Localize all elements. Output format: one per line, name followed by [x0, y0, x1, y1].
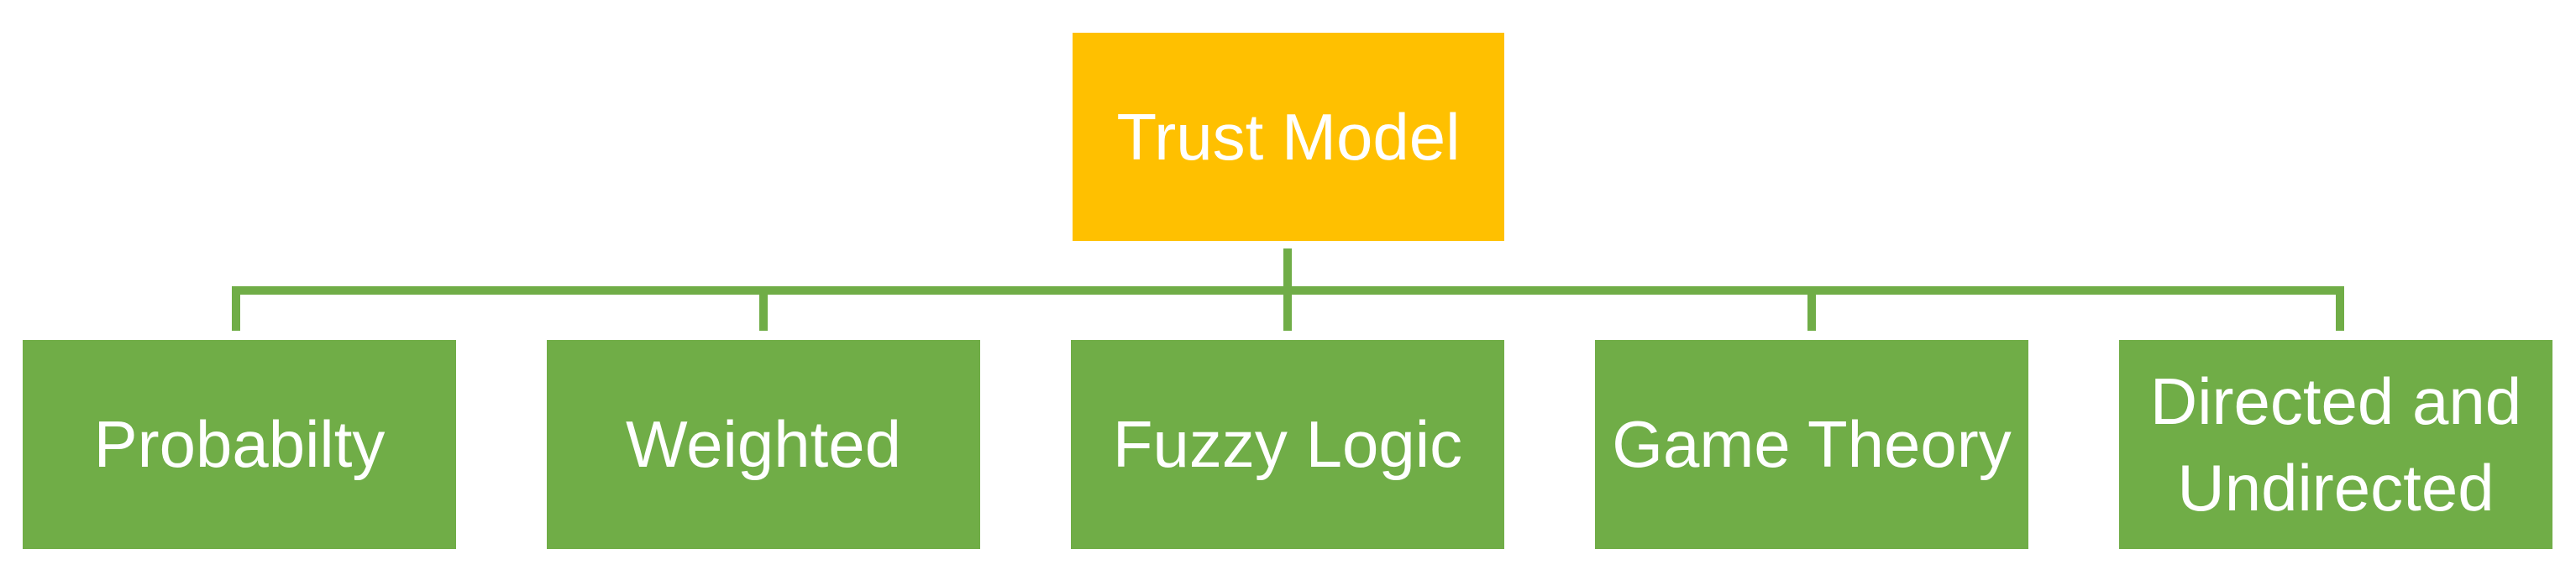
child-node-game-theory: Game Theory	[1595, 340, 2028, 549]
child-node-label: Game Theory	[1612, 407, 2012, 482]
root-node-label: Trust Model	[1116, 99, 1461, 174]
child-node-label: Fuzzy Logic	[1112, 407, 1463, 482]
child-node-probabilty: Probabilty	[23, 340, 456, 549]
child-node-weighted: Weighted	[547, 340, 980, 549]
child-node-fuzzy-logic: Fuzzy Logic	[1071, 340, 1504, 549]
child-node-label: Probabilty	[93, 407, 386, 482]
child-node-label: Weighted	[625, 407, 902, 482]
child-node-directed-undirected: Directed and Undirected	[2119, 340, 2552, 549]
root-node-trust-model: Trust Model	[1073, 33, 1504, 241]
connector-drop-probabilty	[232, 286, 240, 331]
child-node-label: Directed and Undirected	[2149, 363, 2522, 525]
connector-horizontal-bar	[232, 286, 2344, 295]
connector-drop-game-theory	[1807, 286, 1816, 331]
connector-drop-weighted	[759, 286, 768, 331]
connector-drop-directed-undirected	[2336, 286, 2344, 331]
